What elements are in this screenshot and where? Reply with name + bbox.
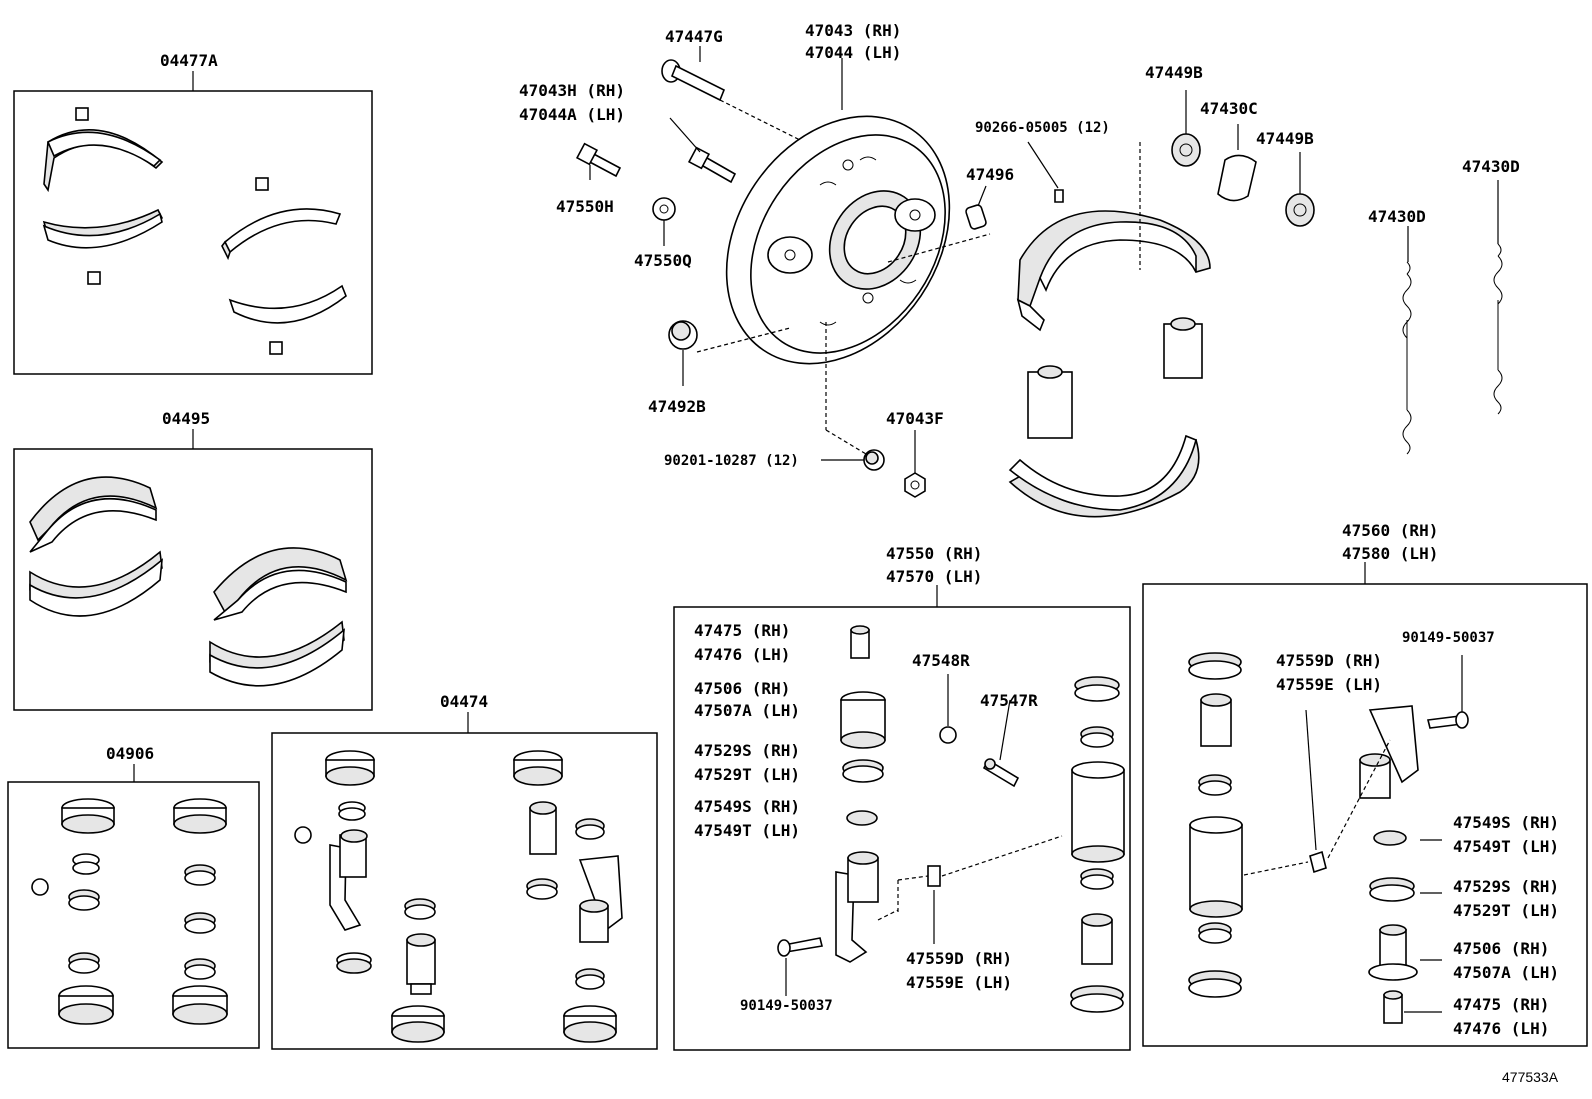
backing-plate-hardware bbox=[575, 59, 1064, 498]
springs bbox=[1171, 133, 1503, 455]
label-a-bolt: 90149-50037 bbox=[740, 998, 833, 1014]
label-b-plate-rh: 47559D (RH) bbox=[1276, 651, 1382, 670]
label-47547r: 47547R bbox=[980, 691, 1038, 710]
part-labels: 47447G 47043 (RH) 47044 (LH) 47043H (RH)… bbox=[519, 21, 1559, 1085]
label-47043f: 47043F bbox=[886, 409, 944, 428]
label-b-bolt: 90149-50037 bbox=[1402, 630, 1495, 646]
label-47496: 47496 bbox=[966, 165, 1014, 184]
leader-lines bbox=[589, 46, 1499, 1013]
label-47570-lh: 47570 (LH) bbox=[886, 567, 982, 586]
label-47492b: 47492B bbox=[648, 397, 706, 416]
label-47447g: 47447G bbox=[665, 27, 723, 46]
group-label-04474: 04474 bbox=[440, 692, 488, 711]
wheel-cylinder-2-parts bbox=[1188, 652, 1469, 1024]
label-90266-05005: 90266-05005 (12) bbox=[975, 120, 1110, 136]
label-a-plate-lh: 47559E (LH) bbox=[906, 973, 1012, 992]
cup-kit-b-parts bbox=[294, 750, 623, 1043]
label-47044a-lh: 47044A (LH) bbox=[519, 105, 625, 124]
label-a-plate-rh: 47559D (RH) bbox=[906, 949, 1012, 968]
label-a3-rh: 47529S (RH) bbox=[694, 741, 800, 760]
dashed-guide-lines bbox=[696, 99, 1391, 921]
label-b1-lh: 47476 (LH) bbox=[1453, 1019, 1549, 1038]
label-a3-lh: 47529T (LH) bbox=[694, 765, 800, 784]
label-a4-lh: 47549T (LH) bbox=[694, 821, 800, 840]
label-47449b-side: 47449B bbox=[1256, 129, 1314, 148]
label-47430c: 47430C bbox=[1200, 99, 1258, 118]
group-label-04495: 04495 bbox=[162, 409, 210, 428]
frame-cup-kit-b bbox=[271, 732, 658, 1050]
label-a2-rh: 47506 (RH) bbox=[694, 679, 790, 698]
label-90201-10287: 90201-10287 (12) bbox=[664, 453, 799, 469]
group-label-04906: 04906 bbox=[106, 744, 154, 763]
label-47430d-right: 47430D bbox=[1462, 157, 1520, 176]
label-47580-lh: 47580 (LH) bbox=[1342, 544, 1438, 563]
label-a4-rh: 47549S (RH) bbox=[694, 797, 800, 816]
label-47550h: 47550H bbox=[556, 197, 614, 216]
label-47043-rh: 47043 (RH) bbox=[805, 21, 901, 40]
label-b2-lh: 47507A (LH) bbox=[1453, 963, 1559, 982]
label-47044-lh: 47044 (LH) bbox=[805, 43, 901, 62]
diagram-id: 477533A bbox=[1502, 1069, 1559, 1085]
label-a1-rh: 47475 (RH) bbox=[694, 621, 790, 640]
label-47043h-rh: 47043H (RH) bbox=[519, 81, 625, 100]
brake-linings bbox=[42, 107, 347, 355]
label-b2-rh: 47506 (RH) bbox=[1453, 939, 1549, 958]
label-b4-lh: 47549T (LH) bbox=[1453, 837, 1559, 856]
cup-kit-a-parts bbox=[31, 798, 228, 1025]
label-b3-lh: 47529T (LH) bbox=[1453, 901, 1559, 920]
backing-plate bbox=[725, 115, 951, 365]
label-47560-rh: 47560 (RH) bbox=[1342, 521, 1438, 540]
shoe-assembly bbox=[1008, 210, 1211, 518]
frame-wheel-cylinder-1 bbox=[673, 606, 1131, 1051]
label-b4-rh: 47549S (RH) bbox=[1453, 813, 1559, 832]
label-b-plate-lh: 47559E (LH) bbox=[1276, 675, 1382, 694]
brake-shoes bbox=[29, 476, 348, 687]
label-47449b-top: 47449B bbox=[1145, 63, 1203, 82]
label-47550-rh: 47550 (RH) bbox=[886, 544, 982, 563]
label-b3-rh: 47529S (RH) bbox=[1453, 877, 1559, 896]
label-b1-rh: 47475 (RH) bbox=[1453, 995, 1549, 1014]
wheel-cylinder-1-parts bbox=[777, 625, 1125, 1013]
label-47550q: 47550Q bbox=[634, 251, 692, 270]
label-47548r: 47548R bbox=[912, 651, 970, 670]
label-a2-lh: 47507A (LH) bbox=[694, 701, 800, 720]
label-a1-lh: 47476 (LH) bbox=[694, 645, 790, 664]
label-47430d-left: 47430D bbox=[1368, 207, 1426, 226]
group-label-04477a: 04477A bbox=[160, 51, 218, 70]
